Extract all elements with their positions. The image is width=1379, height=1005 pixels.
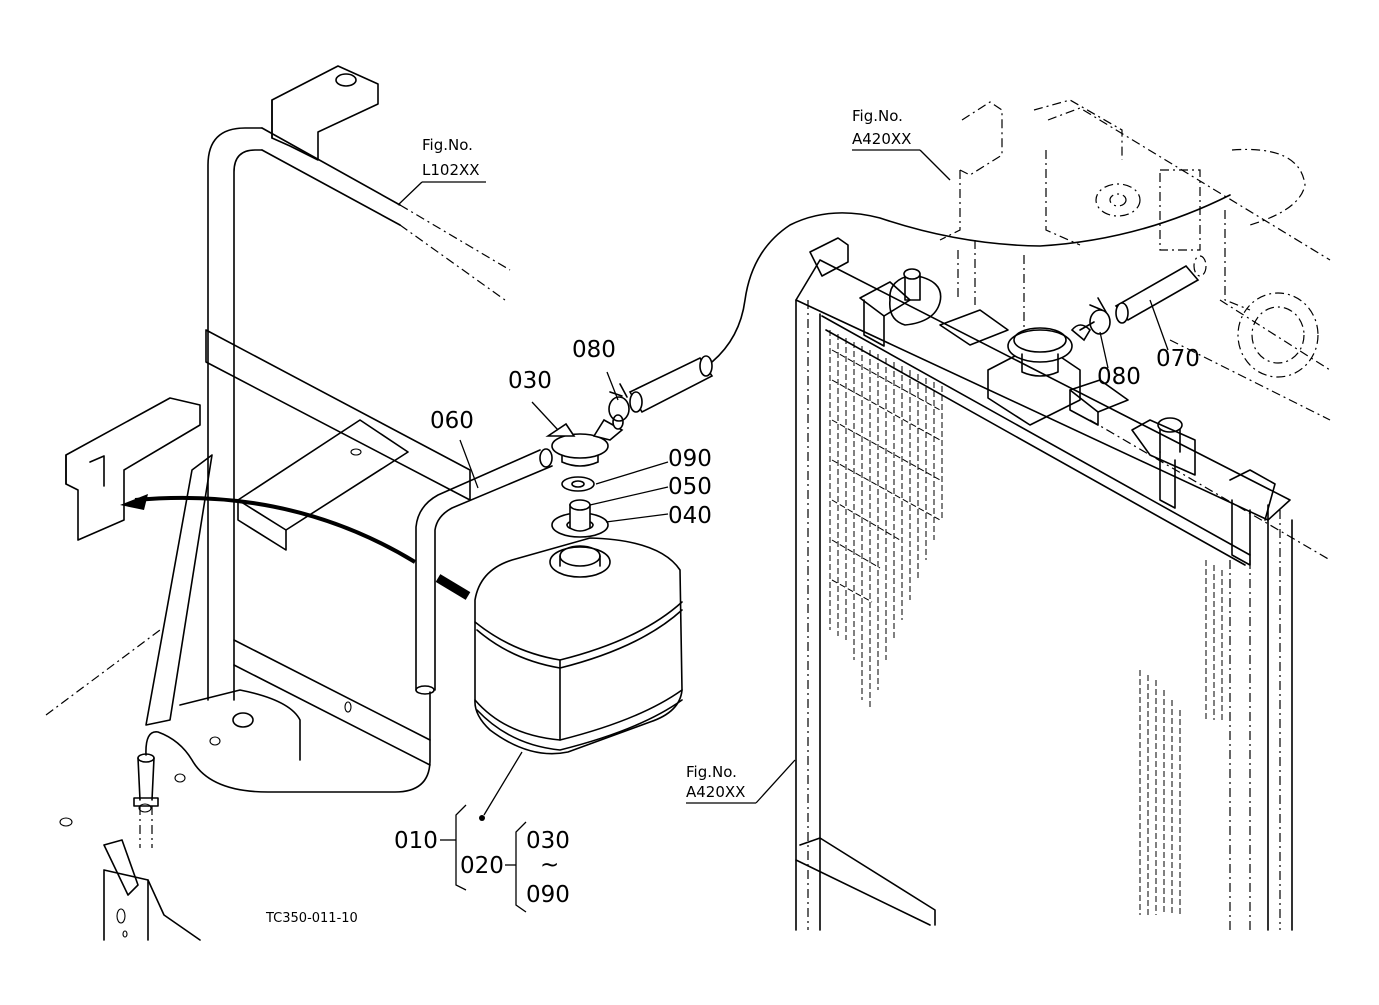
assembly-label-010: 010 [394, 828, 438, 854]
part-label-090: 090 [668, 446, 712, 472]
hose-to-radiator [628, 355, 714, 414]
part-label-030: 030 [508, 368, 552, 394]
pipe-050 [569, 499, 591, 532]
cap-030 [545, 414, 624, 467]
fig-ref-top-right-line2: A420XX [852, 130, 911, 148]
assembly-range-separator: ~ [540, 852, 559, 878]
overflow-route-line [711, 194, 1231, 363]
part-label-050: 050 [668, 474, 712, 500]
fig-ref-left-line2: L102XX [422, 161, 480, 179]
fig-ref-bottom-right-line1: Fig.No. [686, 763, 737, 781]
fig-ref-left-line1: Fig.No. [422, 136, 473, 154]
assembly-brackets [440, 804, 527, 913]
part-label-070: 070 [1156, 346, 1200, 372]
assembly-range-end: 090 [526, 882, 570, 908]
fig-ref-bottom-right-line2: A420XX [686, 783, 745, 801]
hose-060 [415, 448, 553, 695]
drawing-code: TC350-011-10 [265, 911, 358, 926]
assembly-range-start: 030 [526, 828, 570, 854]
radiator [795, 99, 1331, 931]
part-label-080-right: 080 [1097, 364, 1141, 390]
left-frame [45, 65, 511, 941]
assembly-label-020: 020 [460, 853, 504, 879]
part-label-060: 060 [430, 408, 474, 434]
mounting-arrow [120, 494, 471, 600]
leader-lines [397, 149, 1169, 821]
gasket-090 [561, 476, 595, 492]
reserve-tank [474, 537, 683, 755]
fig-ref-top-right-line1: Fig.No. [852, 107, 903, 125]
part-label-080-left: 080 [572, 337, 616, 363]
drain-hose-line [145, 691, 431, 793]
part-label-040: 040 [668, 503, 712, 529]
